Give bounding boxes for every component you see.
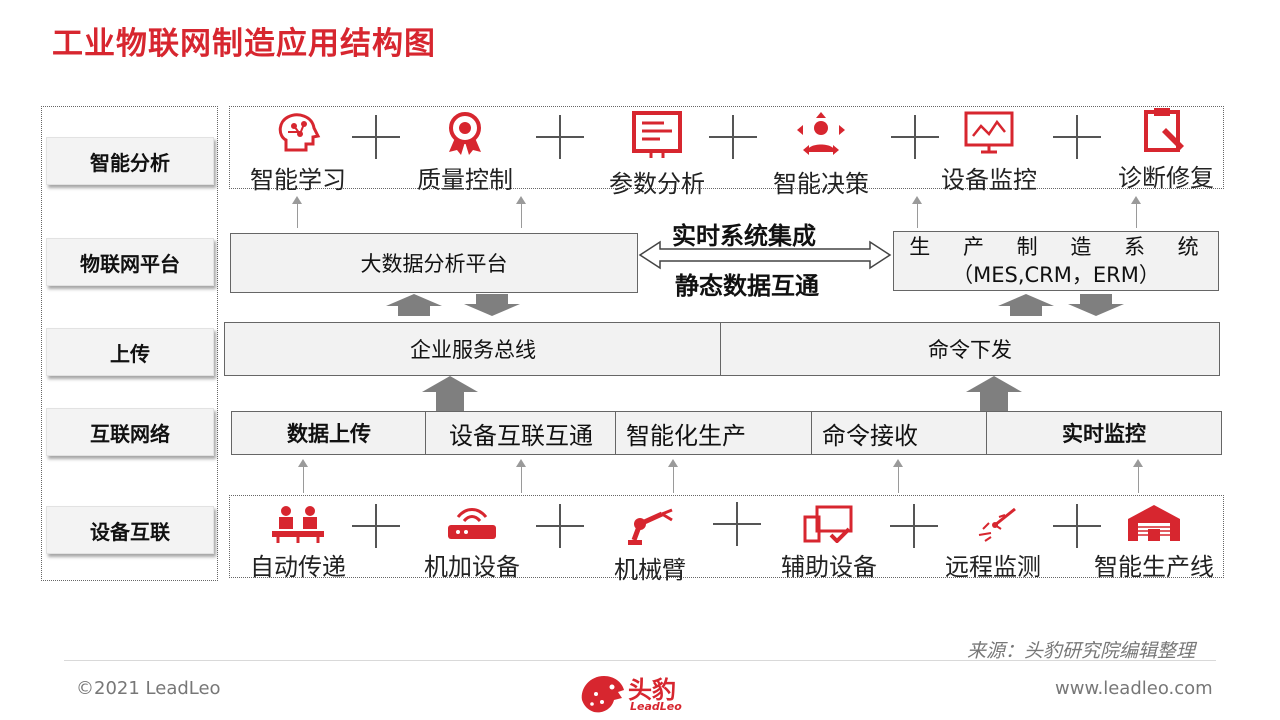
up-arrow [1131,196,1141,228]
robot-arm-icon [622,506,678,546]
monitor-chart-icon [963,110,1015,156]
decision-person-arrows-icon [793,110,849,160]
leopard-logo-icon [581,676,624,713]
command-dispatch-box: 命令下发 [720,322,1220,376]
up-arrow [516,459,526,493]
device-item-label: 自动传递 [250,553,346,581]
thick-up-arrow [998,294,1054,316]
plus-icon [352,504,400,548]
clipboard-repair-icon [1140,106,1192,154]
plus-icon [352,115,400,159]
brain-circuit-icon [272,110,324,156]
up-arrow [668,459,678,493]
device-row [229,495,1224,578]
device-item: 机加设备 [417,503,527,582]
device-item: 自动传递 [243,503,353,582]
website-link[interactable]: www.leadleo.com [1055,678,1213,699]
analysis-item: 智能决策 [766,110,876,199]
up-arrow [893,459,903,493]
logo-subtext: LeadLeo [630,700,682,713]
plus-icon [890,504,938,548]
analysis-item: 质量控制 [410,110,520,195]
plus-icon [1053,504,1101,548]
analysis-item: 设备监控 [934,110,1044,195]
source-note: 来源：头豹研究院编辑整理 [967,640,1196,662]
layer-label-analysis: 智能分析 [46,137,214,185]
thick-up-arrow [386,294,442,316]
router-machine-icon [444,503,500,543]
up-arrow [1133,459,1143,493]
device-item-label: 远程监测 [945,553,1041,581]
device-item: 智能生产线 [1084,503,1224,582]
analysis-item-label: 质量控制 [417,166,513,194]
device-item: 远程监测 [938,503,1048,582]
layer-label-network: 互联网络 [46,408,214,456]
devices-check-icon [801,503,857,543]
big-up-arrow [966,376,1022,411]
document-panel-icon [631,110,683,160]
layer-label-device: 设备互联 [46,506,214,554]
analysis-item-label: 参数分析 [609,170,705,198]
network-cell: 数据上传 [231,411,427,455]
big-up-arrow [422,376,478,411]
device-item: 机械臂 [595,506,705,585]
footer-divider [64,660,1216,661]
plus-icon [536,504,584,548]
network-cell: 设备互联互通 [425,411,617,455]
plus-icon [713,502,761,546]
up-arrow [516,196,526,228]
plus-icon [536,115,584,159]
network-cell: 实时监控 [986,411,1222,455]
device-item: 辅助设备 [774,503,884,582]
copyright: ©2021 LeadLeo [76,678,221,699]
layer-frame [41,106,218,581]
thick-down-arrow [1068,294,1124,316]
analysis-item: 智能学习 [243,110,353,195]
thick-down-arrow [464,294,520,316]
award-medal-icon [439,110,491,156]
plus-icon [1053,115,1101,159]
service-bus-box: 企业服务总线 [224,322,722,376]
network-cell: 命令接收 [811,411,988,455]
device-item-label: 机械臂 [614,556,686,584]
device-item-label: 智能生产线 [1094,553,1214,581]
workers-assembly-icon [270,503,326,543]
analysis-item: 诊断修复 [1111,106,1221,193]
analysis-item-label: 智能决策 [773,170,869,198]
analysis-item-label: 设备监控 [941,166,1037,194]
leadleo-logo: 头豹 LeadLeo [578,668,708,718]
plus-icon [709,115,757,159]
network-cell: 智能化生产 [615,411,813,455]
page-title: 工业物联网制造应用结构图 [52,26,436,62]
layer-label-upload: 上传 [46,328,214,376]
link-label-static: 静态数据互通 [675,272,819,300]
device-item-label: 机加设备 [424,553,520,581]
factory-warehouse-icon [1126,503,1182,543]
layer-label-platform: 物联网平台 [46,238,214,286]
analysis-item: 参数分析 [602,110,712,199]
analysis-row [229,106,1224,189]
double-arrow-icon [638,240,892,270]
plus-icon [891,115,939,159]
up-arrow [912,196,922,228]
production-system-title: 生 产 制 造 系 统 [909,235,1203,259]
up-arrow [292,196,302,228]
up-arrow [298,459,308,493]
device-item-label: 辅助设备 [781,553,877,581]
link-label-realtime: 实时系统集成 [672,222,816,250]
production-system-sub: （MES,CRM，ERM） [952,263,1160,287]
production-system-box: 生 产 制 造 系 统 （MES,CRM，ERM） [893,231,1219,291]
logo-text: 头豹 [628,676,676,704]
bigdata-platform-box: 大数据分析平台 [230,233,638,293]
analysis-item-label: 智能学习 [250,166,346,194]
analysis-item-label: 诊断修复 [1118,164,1214,192]
remote-signal-icon [965,503,1021,543]
